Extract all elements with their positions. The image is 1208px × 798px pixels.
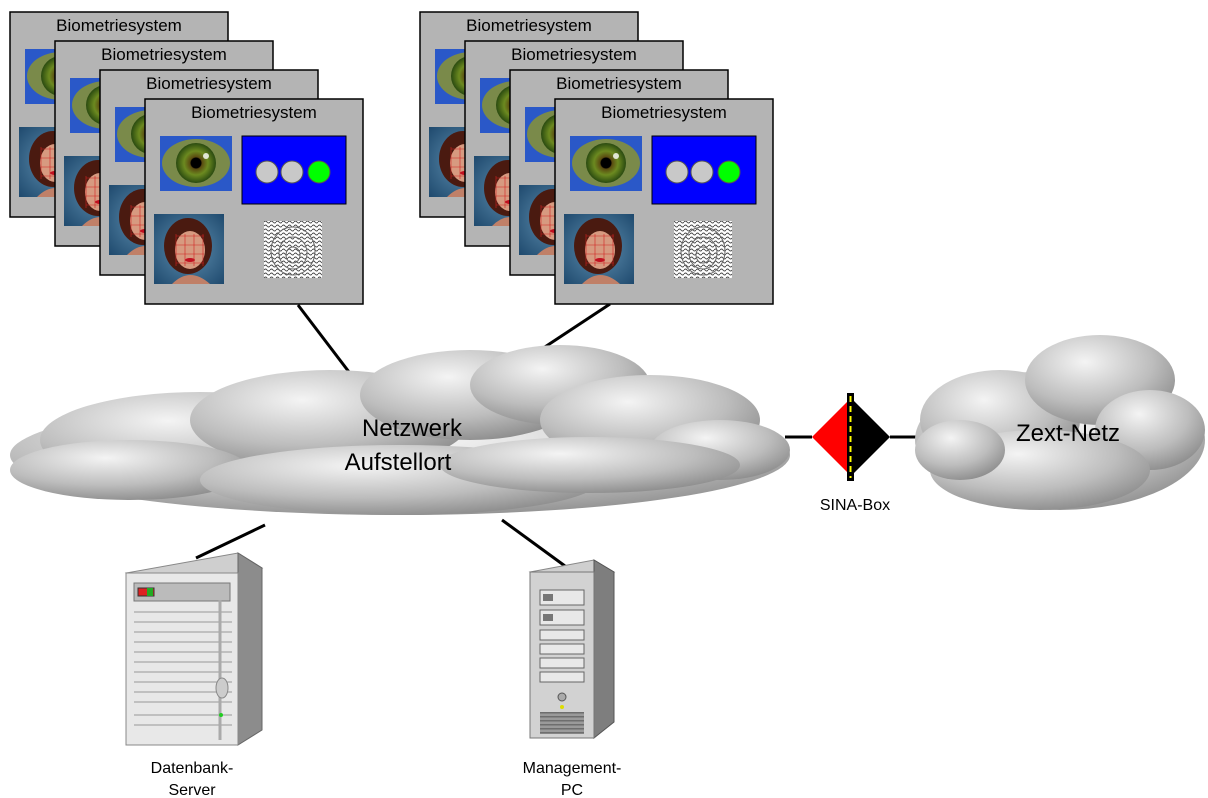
panel-title: Biometriesystem (146, 74, 272, 93)
status-indicator-off (690, 160, 714, 184)
panel-title: Biometriesystem (556, 74, 682, 93)
network-label-line1: Netzwerk (362, 415, 463, 442)
biometric-panel: Biometriesystem (554, 98, 774, 305)
network-cloud: Netzwerk Aufstellort (10, 345, 790, 515)
network-label-line2: Aufstellort (345, 449, 452, 476)
status-indicator-off (255, 160, 279, 184)
panel-title: Biometriesystem (511, 45, 637, 64)
status-indicator-on (307, 160, 331, 184)
server-label-line1: Datenbank- (151, 760, 234, 777)
external-network-label: Zext-Netz (1016, 420, 1120, 447)
panel-title: Biometriesystem (56, 16, 182, 35)
database-server: Datenbank- Server (124, 552, 264, 798)
pc-label-line1: Management- (523, 760, 622, 777)
status-indicator-on (717, 160, 741, 184)
panel-title: Biometriesystem (601, 103, 727, 122)
sina-box-gateway: SINA-Box (812, 393, 890, 514)
link-network-pc (501, 518, 566, 568)
server-label-line2: Server (168, 782, 216, 798)
biometric-system-stack-left: BiometriesystemBiometriesystemBiometries… (9, 11, 364, 305)
panel-title: Biometriesystem (191, 103, 317, 122)
biometric-panel: Biometriesystem (144, 98, 364, 305)
management-pc: Management- PC (523, 559, 622, 798)
panel-title: Biometriesystem (466, 16, 592, 35)
pc-label-line2: PC (561, 782, 583, 798)
panel-title: Biometriesystem (101, 45, 227, 64)
biometric-system-stack-right: BiometriesystemBiometriesystemBiometries… (419, 11, 774, 305)
external-network-cloud: Zext-Netz (915, 335, 1205, 510)
status-indicator-off (665, 160, 689, 184)
status-indicator-off (280, 160, 304, 184)
link-network-server (195, 523, 266, 560)
gateway-red-half (812, 398, 851, 476)
gateway-label: SINA-Box (820, 497, 890, 514)
gateway-black-half (851, 398, 890, 476)
